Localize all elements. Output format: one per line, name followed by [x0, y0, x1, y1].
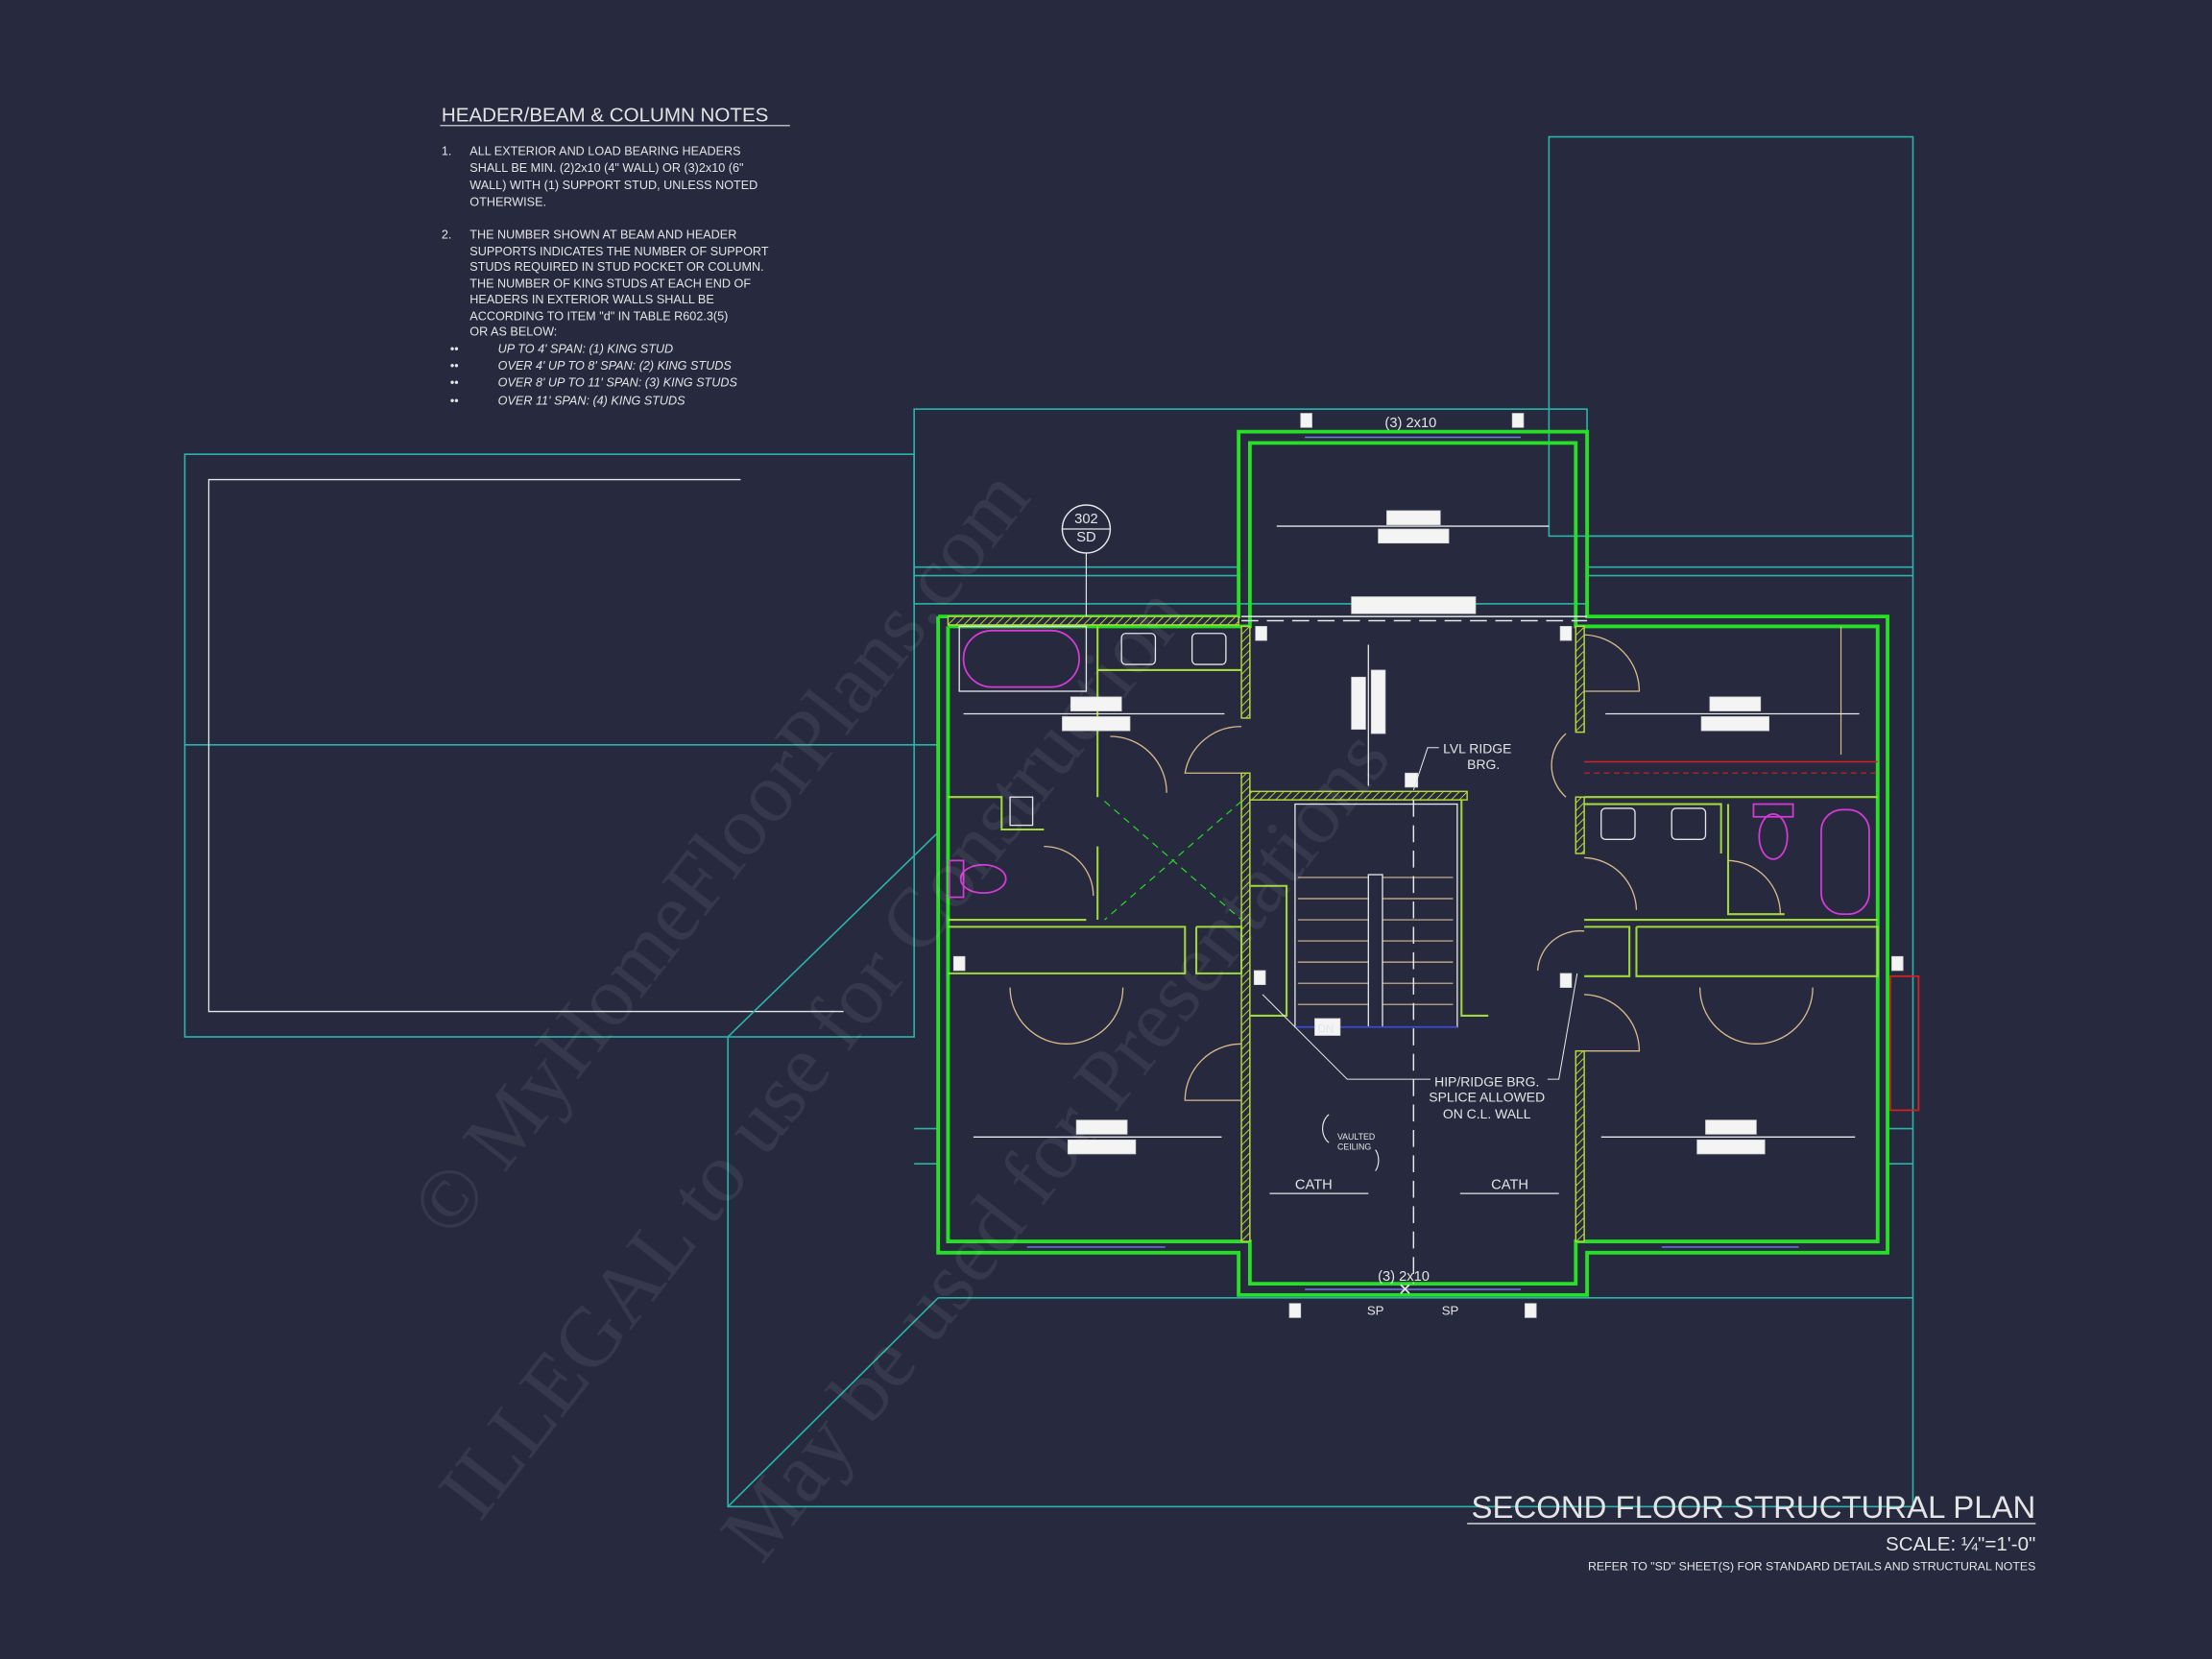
lvl-ridge-label: LVL RIDGE — [1443, 741, 1511, 757]
drawing-scale: SCALE: ¼"=1'-0" — [1886, 1533, 2035, 1555]
toilet-tank — [1752, 803, 1794, 818]
header-top-label: (3) 2x10 — [1384, 416, 1436, 431]
note-line: HEADERS IN EXTERIOR WALLS SHALL BE — [469, 293, 713, 306]
bullet-icon: •• — [450, 376, 459, 390]
note-bullet: UP TO 4' SPAN: (1) KING STUD — [498, 342, 673, 355]
sink-icon — [1600, 807, 1636, 840]
note-line: STUDS REQUIRED IN STUD POCKET OR COLUMN. — [469, 260, 763, 274]
plan-annotations: (3) 2x10 (3) 2x10 SP SP 302 SD LVL RIDGE… — [1061, 416, 1578, 1317]
bullet-icon: •• — [450, 395, 459, 408]
fireplace-icon — [1889, 974, 1920, 1112]
bullet-icon: •• — [450, 359, 459, 373]
note-line: OTHERWISE. — [469, 196, 546, 209]
title-block: SECOND FLOOR STRUCTURAL PLAN SCALE: ¼"=1… — [1467, 1490, 2036, 1573]
joist-spans — [952, 413, 1904, 1318]
stair-down-label: DN — [1317, 1023, 1334, 1036]
section-sheet: SD — [1076, 530, 1095, 545]
splice-label: SP — [1442, 1303, 1459, 1317]
sink-icon — [1190, 633, 1227, 665]
refer-note: REFER TO "SD" SHEET(S) FOR STANDARD DETA… — [1588, 1559, 2035, 1573]
toilet-icon — [1758, 812, 1789, 860]
note-line: SUPPORTS INDICATES THE NUMBER OF SUPPORT — [469, 245, 769, 258]
beams: ✕ — [1026, 436, 1799, 1299]
hip-ridge-label: ON C.L. WALL — [1443, 1106, 1531, 1121]
note-line: SHALL BE MIN. (2)2x10 (4" WALL) OR (3)2x… — [469, 161, 743, 175]
bullet-icon: •• — [450, 342, 459, 355]
note-bullet: OVER 8' UP TO 11' SPAN: (3) KING STUDS — [498, 376, 738, 390]
curved-arrow-icon — [1322, 1114, 1330, 1143]
hip-ridge-label: HIP/RIDGE BRG. — [1434, 1073, 1539, 1089]
sink-icon — [1120, 633, 1157, 665]
cath-left-label: CATH — [1295, 1178, 1333, 1193]
note-line: OR AS BELOW: — [469, 325, 557, 339]
header-beam-column-notes: HEADER/BEAM & COLUMN NOTES 1. ALL EXTERI… — [440, 104, 790, 408]
interior-walls — [947, 615, 1879, 1242]
note-bullet: OVER 11' SPAN: (4) KING STUDS — [498, 395, 685, 408]
note-number: 2. — [442, 228, 452, 241]
sink-icon — [1671, 807, 1707, 840]
x-mark-icon: ✕ — [1398, 1280, 1412, 1299]
note-line: WALL) WITH (1) SUPPORT STUD, UNLESS NOTE… — [469, 179, 757, 192]
bathtub-icon — [1820, 808, 1870, 916]
doors — [1009, 634, 1814, 1101]
toilet-icon — [959, 863, 1007, 895]
tub-surround — [958, 625, 1088, 692]
note-line: THE NUMBER SHOWN AT BEAM AND HEADER — [469, 228, 736, 241]
vaulted-label: CEILING — [1337, 1142, 1371, 1152]
note-bullet: OVER 4' UP TO 8' SPAN: (2) KING STUDS — [498, 359, 733, 373]
note-line: ALL EXTERIOR AND LOAD BEARING HEADERS — [469, 145, 740, 158]
notes-title: HEADER/BEAM & COLUMN NOTES — [442, 104, 768, 126]
note-number: 1. — [442, 145, 452, 158]
section-number: 302 — [1074, 512, 1098, 527]
cath-right-label: CATH — [1491, 1178, 1528, 1193]
drawing-title: SECOND FLOOR STRUCTURAL PLAN — [1472, 1490, 2036, 1525]
bathtub-icon — [962, 629, 1080, 688]
note-line: THE NUMBER OF KING STUDS AT EACH END OF — [469, 277, 751, 291]
toilet-tank — [949, 859, 965, 899]
header-bottom-label: (3) 2x10 — [1378, 1269, 1430, 1285]
staircase: DN — [1294, 803, 1458, 1036]
fixtures — [949, 625, 1920, 1112]
note-line: ACCORDING TO ITEM "d" IN TABLE R602.3(5) — [469, 310, 728, 324]
lvl-ridge-label: BRG. — [1467, 757, 1500, 772]
hip-ridge-label: SPLICE ALLOWED — [1429, 1090, 1545, 1105]
section-marker: 302 SD — [1061, 504, 1112, 617]
curved-arrow-icon — [1375, 1149, 1380, 1171]
shower-drain-icon — [1009, 796, 1034, 827]
splice-label: SP — [1367, 1303, 1384, 1317]
watermark-line: May be used for Presentations — [703, 712, 1407, 1577]
vaulted-label: VAULTED — [1337, 1132, 1375, 1142]
